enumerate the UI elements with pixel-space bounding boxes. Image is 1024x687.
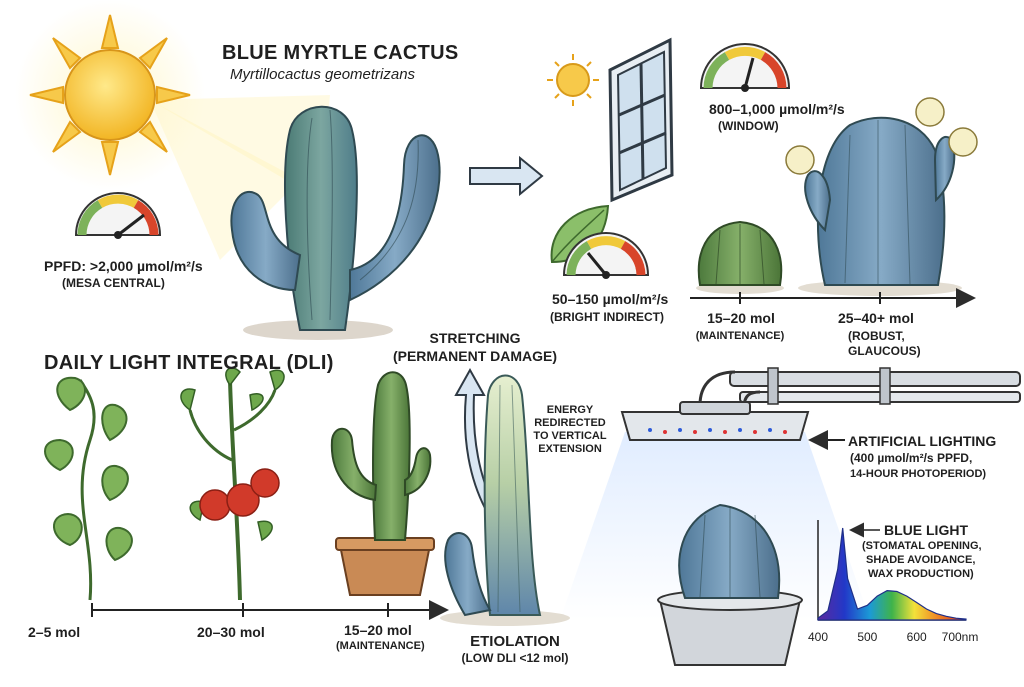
energy-line-2: REDIRECTED bbox=[534, 417, 606, 429]
window-source-label: (WINDOW) bbox=[718, 119, 779, 133]
ppfd-gauge-high-icon bbox=[74, 192, 162, 239]
spectrum-chart bbox=[817, 520, 967, 621]
upper-dli-axis bbox=[690, 288, 976, 308]
blue-light-line2: (STOMATAL OPENING, bbox=[862, 540, 982, 552]
stretching-arrow bbox=[454, 367, 496, 512]
indirect-ppfd-label: 50–150 µmol/m²/s bbox=[552, 291, 669, 307]
dli-title: DAILY LIGHT INTEGRAL (DLI) bbox=[44, 352, 334, 374]
native-location-label: (MESA CENTRAL) bbox=[62, 276, 165, 290]
energy-line-1: ENERGY bbox=[546, 404, 594, 416]
led-grow-light-icon bbox=[620, 401, 810, 441]
window-ppfd-label: 800–1,000 µmol/m²/s bbox=[709, 101, 845, 117]
etiolation-note: (LOW DLI <12 mol) bbox=[461, 651, 569, 665]
blue-light-line3: SHADE AVOIDANCE, bbox=[866, 554, 976, 566]
blue-light-line4: WAX PRODUCTION) bbox=[868, 568, 974, 580]
page-title: BLUE MYRTLE CACTUS bbox=[222, 42, 459, 64]
etiolated-cactus bbox=[440, 374, 570, 626]
spectrum-tick-labels: 400 500 600 700nm bbox=[808, 630, 978, 644]
upper-maintenance-label: (MAINTENANCE) bbox=[695, 330, 785, 342]
potted-green-cactus bbox=[330, 371, 435, 596]
robust-label-2: GLAUCOUS) bbox=[848, 344, 921, 358]
artificial-lighting-line3: 14-HOUR PHOTOPERIOD) bbox=[850, 468, 987, 480]
window-icon bbox=[608, 37, 674, 203]
energy-line-4: EXTENSION bbox=[538, 443, 602, 455]
spectrum-tick-1: 500 bbox=[857, 630, 877, 644]
artificial-lighting-line2: (400 µmol/m²/s PPFD, bbox=[850, 451, 973, 465]
spectrum-tick-0: 400 bbox=[808, 630, 828, 644]
light-rail bbox=[698, 367, 1021, 409]
scientific-name: Myrtillocactus geometrizans bbox=[230, 66, 416, 83]
blue-flowering-cactus bbox=[785, 97, 978, 296]
artificial-lighting-title: ARTIFICIAL LIGHTING bbox=[848, 433, 997, 449]
energy-line-3: TO VERTICAL bbox=[533, 430, 607, 442]
dli-scale-3: 15–20 mol bbox=[344, 622, 412, 638]
ppfd-gauge-indirect-icon bbox=[562, 232, 650, 279]
dli-scale-2: 20–30 mol bbox=[197, 624, 265, 640]
dli-scale-1: 2–5 mol bbox=[28, 624, 81, 640]
dli-axis bbox=[91, 600, 449, 620]
tomato-plant bbox=[180, 367, 285, 601]
progression-arrow bbox=[469, 155, 544, 197]
blue-myrtle-cactus-main bbox=[230, 105, 441, 340]
green-barrel-cactus bbox=[696, 220, 784, 294]
spectrum-area bbox=[817, 527, 967, 621]
blue-light-title: BLUE LIGHT bbox=[884, 522, 968, 538]
spectrum-tick-3: 700nm bbox=[942, 630, 979, 644]
etiolation-title: ETIOLATION bbox=[470, 633, 560, 650]
ppfd-gauge-window-icon bbox=[699, 43, 791, 92]
stretching-note: (PERMANENT DAMAGE) bbox=[392, 348, 558, 364]
potted-blue-cactus bbox=[657, 503, 803, 666]
pothos-plant bbox=[44, 376, 133, 601]
stretching-title: STRETCHING bbox=[429, 330, 521, 346]
spectrum-tick-2: 600 bbox=[907, 630, 927, 644]
indirect-source-label: (BRIGHT INDIRECT) bbox=[550, 310, 664, 324]
upper-maintenance-value: 15–20 mol bbox=[707, 310, 775, 326]
robust-label-1: (ROBUST, bbox=[848, 329, 905, 343]
dli-scale-3-note: (MAINTENANCE) bbox=[336, 640, 425, 652]
native-ppfd-label: PPFD: >2,000 µmol/m²/s bbox=[44, 258, 203, 274]
robust-value: 25–40+ mol bbox=[838, 310, 914, 326]
small-sun-icon bbox=[547, 54, 599, 106]
